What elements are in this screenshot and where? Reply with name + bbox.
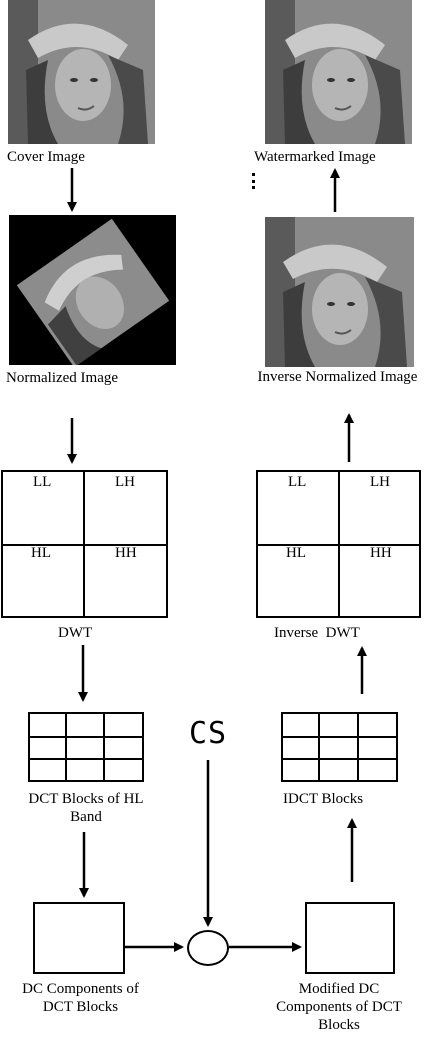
dct-row-divider-2 [30,758,142,760]
idct-row-divider-1 [283,736,396,738]
modified-dc-box [305,902,395,974]
inverse-normalized-image-label: Inverse Normalized Image [257,369,418,385]
inverse-dwt-label: Inverse DWT [274,625,360,641]
dwt-band-hh: HH [115,545,137,561]
dwt-band-lh: LH [115,474,135,490]
modified-dc-label: Modified DC Components of DCT Blocks [276,981,402,1033]
dwt-band-ll: LL [33,474,52,490]
idct-blocks-grid [281,712,398,782]
dc-components-box [33,902,125,974]
dct-col-divider-2 [103,714,105,780]
inverse-dwt-band-hh: HH [370,545,392,561]
idct-col-divider-1 [318,714,320,780]
dc-components-label: DC Components of DCT Blocks [22,981,139,1015]
cover-image-thumbnail [8,0,155,144]
dwt-grid: LL LH HL HH [1,470,168,618]
cover-image-label: Cover Image [7,149,85,165]
dct-blocks-grid [28,712,144,782]
dwt-band-hl: HL [31,545,51,561]
inverse-dwt-horizontal-divider [258,544,419,546]
dct-row-divider-1 [30,736,142,738]
inverse-normalized-image-thumbnail [265,217,414,367]
cs-key-label: CS [189,716,228,751]
idct-blocks-label: IDCT Blocks [283,791,364,807]
dct-blocks-label: DCT Blocks of HL Band [28,791,144,825]
dwt-horizontal-divider [3,544,166,546]
normalized-image-label: Normalized Image [6,370,119,386]
inverse-dwt-band-lh: LH [370,474,390,490]
inverse-dwt-band-hl: HL [286,545,306,561]
dct-col-divider-1 [65,714,67,780]
inverse-dwt-grid: LL LH HL HH [256,470,421,618]
watermarked-image-label: Watermarked Image [254,149,376,165]
inverse-dwt-band-ll: LL [288,474,307,490]
embedding-node [187,930,229,966]
idct-col-divider-2 [357,714,359,780]
watermarked-image-thumbnail [265,0,412,144]
idct-row-divider-2 [283,758,396,760]
normalized-image-thumbnail [9,215,176,365]
dotted-mark [252,173,259,189]
dwt-label: DWT [58,625,93,641]
